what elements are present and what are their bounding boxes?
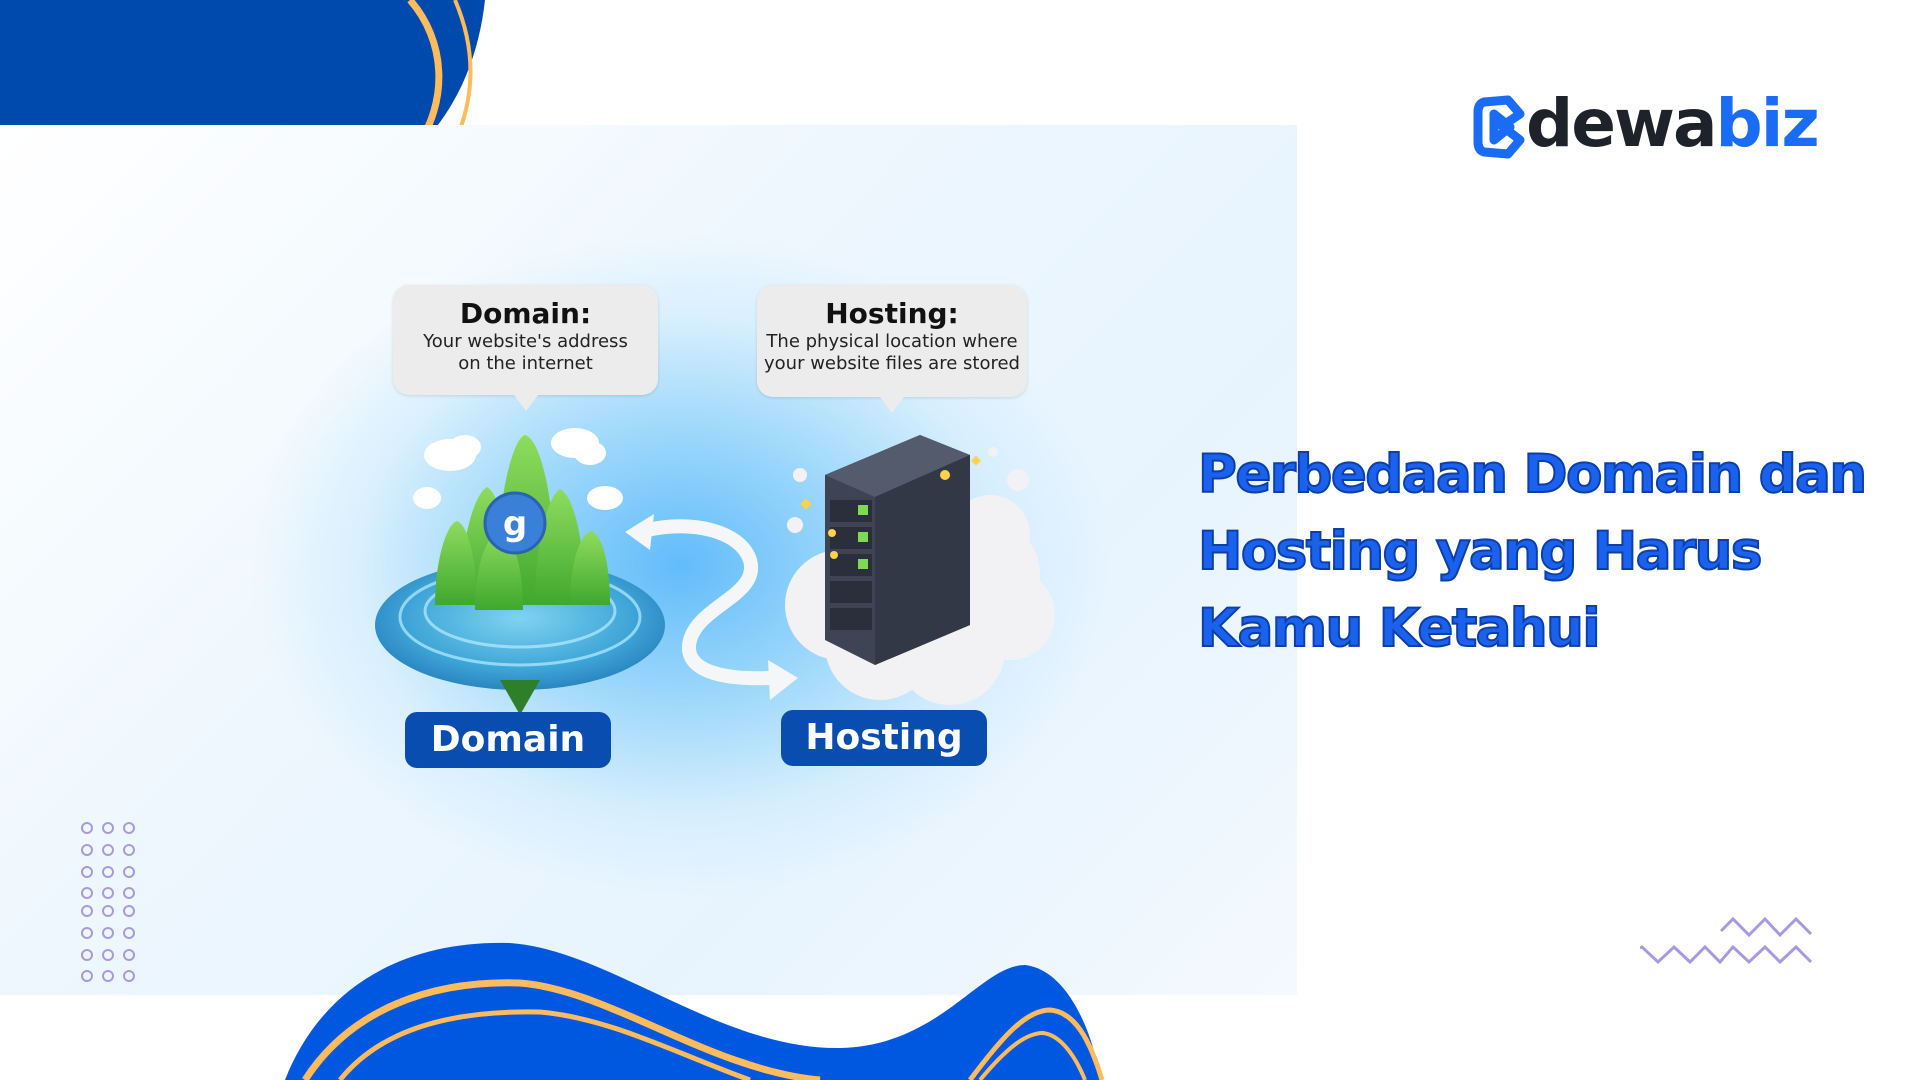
island-globe-icon: g bbox=[375, 428, 665, 715]
logo-text-dewa: dewa bbox=[1526, 85, 1718, 162]
domain-label: Domain bbox=[405, 712, 611, 768]
bottom-wave-decoration bbox=[285, 942, 1105, 1080]
double-arrow-icon bbox=[625, 514, 798, 700]
zigzag-decoration bbox=[1640, 916, 1813, 965]
domain-bubble-text-1: Your website's address bbox=[423, 331, 628, 352]
title-line-1: Perbedaan Domain dan bbox=[1197, 443, 1868, 506]
hosting-bubble-text-2: your website files are stored bbox=[764, 353, 1020, 374]
hosting-speech-bubble: Hosting: The physical location where you… bbox=[757, 285, 1027, 413]
hero-illustration-panel bbox=[0, 125, 1297, 995]
dewabiz-logo-text: dewabiz bbox=[1526, 84, 1820, 164]
server-cloud-icon bbox=[785, 435, 1055, 705]
page-title: Perbedaan Domain dan Hosting yang Harus … bbox=[1197, 436, 1898, 667]
hosting-bubble-text-1: The physical location where bbox=[766, 331, 1018, 352]
logo-text-biz: biz bbox=[1715, 85, 1820, 162]
dewabiz-logo-icon bbox=[1473, 95, 1525, 159]
hosting-bubble-title: Hosting: bbox=[825, 297, 959, 330]
svg-text:g: g bbox=[503, 504, 527, 544]
title-line-3: Kamu Ketahui bbox=[1197, 597, 1602, 660]
domain-bubble-text-2: on the internet bbox=[458, 353, 593, 374]
dot-grid-decoration bbox=[81, 822, 135, 982]
title-line-2: Hosting yang Harus bbox=[1197, 520, 1763, 583]
hosting-label: Hosting bbox=[781, 710, 987, 766]
domain-speech-bubble: Domain: Your website's address on the in… bbox=[393, 285, 658, 411]
domain-bubble-title: Domain: bbox=[459, 297, 592, 330]
